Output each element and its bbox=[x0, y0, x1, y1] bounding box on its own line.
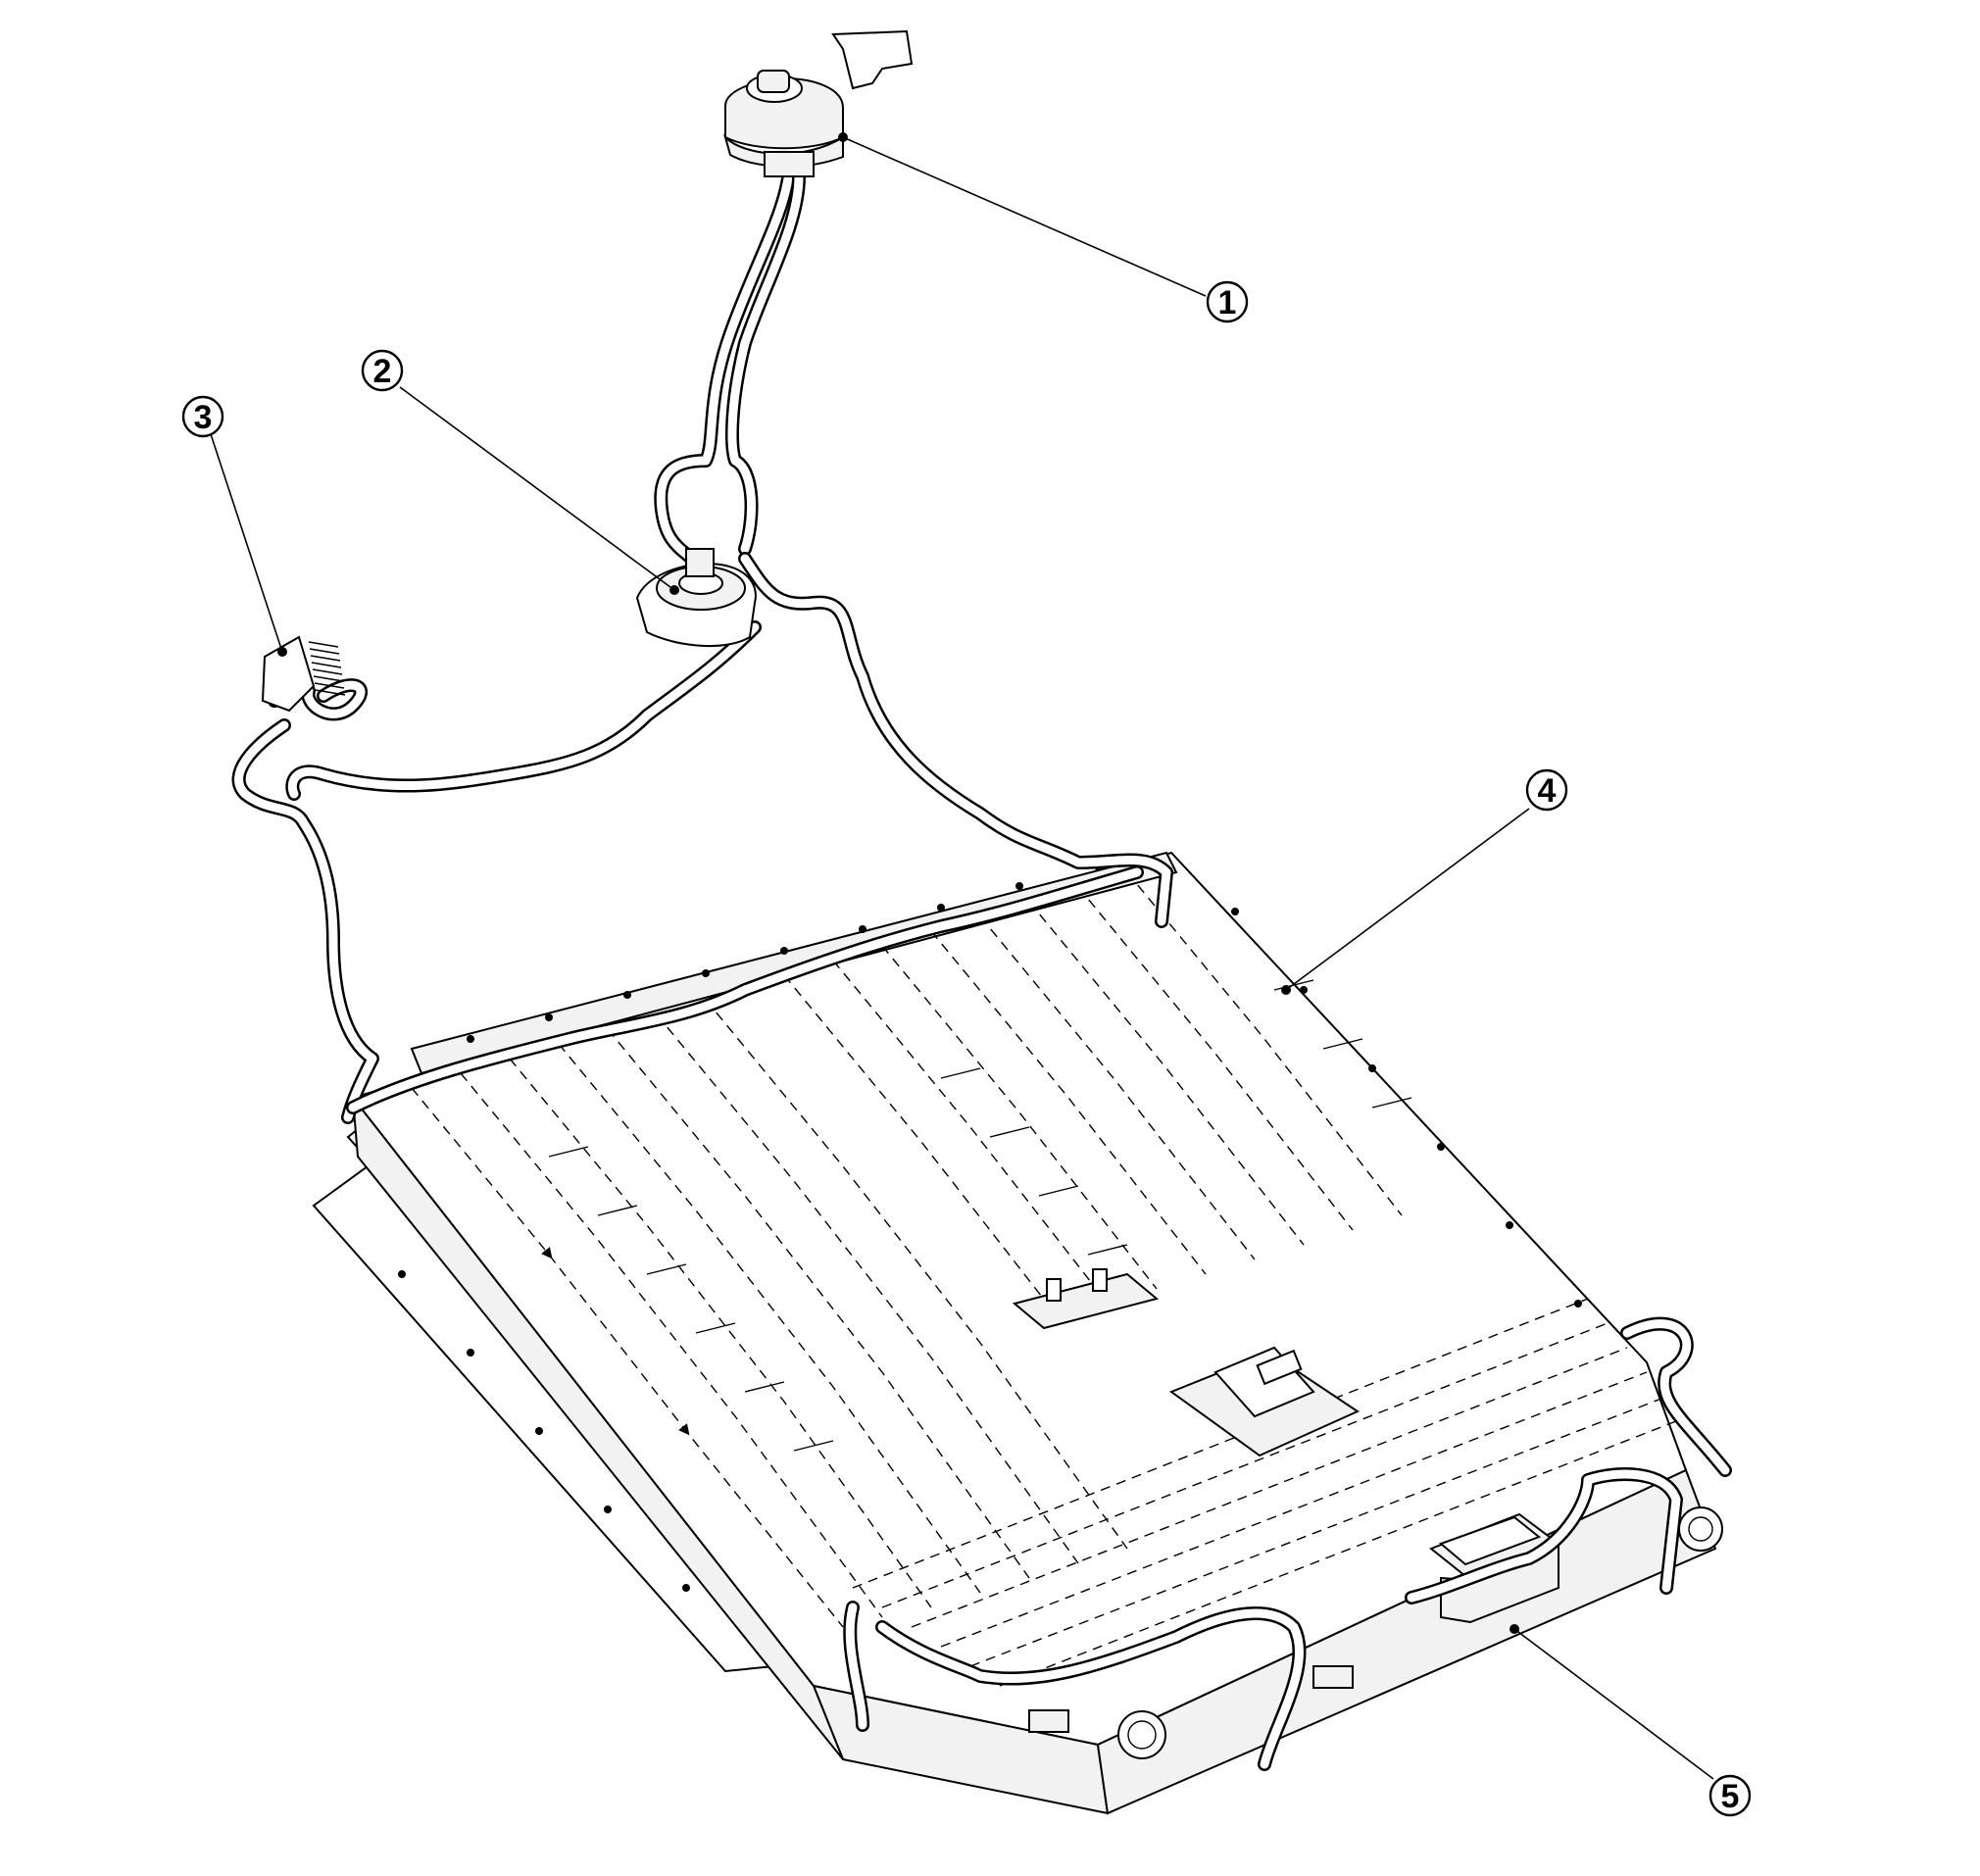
cooling-plate-channels bbox=[411, 871, 1677, 1687]
callout-4-label: 4 bbox=[1538, 772, 1557, 810]
callout-1-label: 1 bbox=[1218, 284, 1237, 321]
front-fittings bbox=[1028, 1506, 1723, 1759]
callout-1: 1 bbox=[838, 132, 1249, 323]
callout-3: 3 bbox=[181, 395, 287, 657]
callout-2-label: 2 bbox=[373, 353, 392, 390]
reservoir-tank bbox=[723, 29, 914, 177]
coolant-heater bbox=[261, 635, 346, 713]
callout-2: 2 bbox=[361, 349, 679, 595]
coolant-hoses bbox=[231, 165, 1732, 1771]
battery-pack bbox=[312, 851, 1723, 1815]
mounting-studs bbox=[1012, 1268, 1160, 1330]
service-plug-box bbox=[1168, 1346, 1361, 1457]
electric-water-pump bbox=[635, 548, 757, 647]
callout-5-label: 5 bbox=[1721, 1778, 1740, 1815]
callout-5: 5 bbox=[1510, 1624, 1752, 1817]
callout-3-label: 3 bbox=[194, 399, 213, 436]
callout-4: 4 bbox=[1281, 768, 1568, 995]
